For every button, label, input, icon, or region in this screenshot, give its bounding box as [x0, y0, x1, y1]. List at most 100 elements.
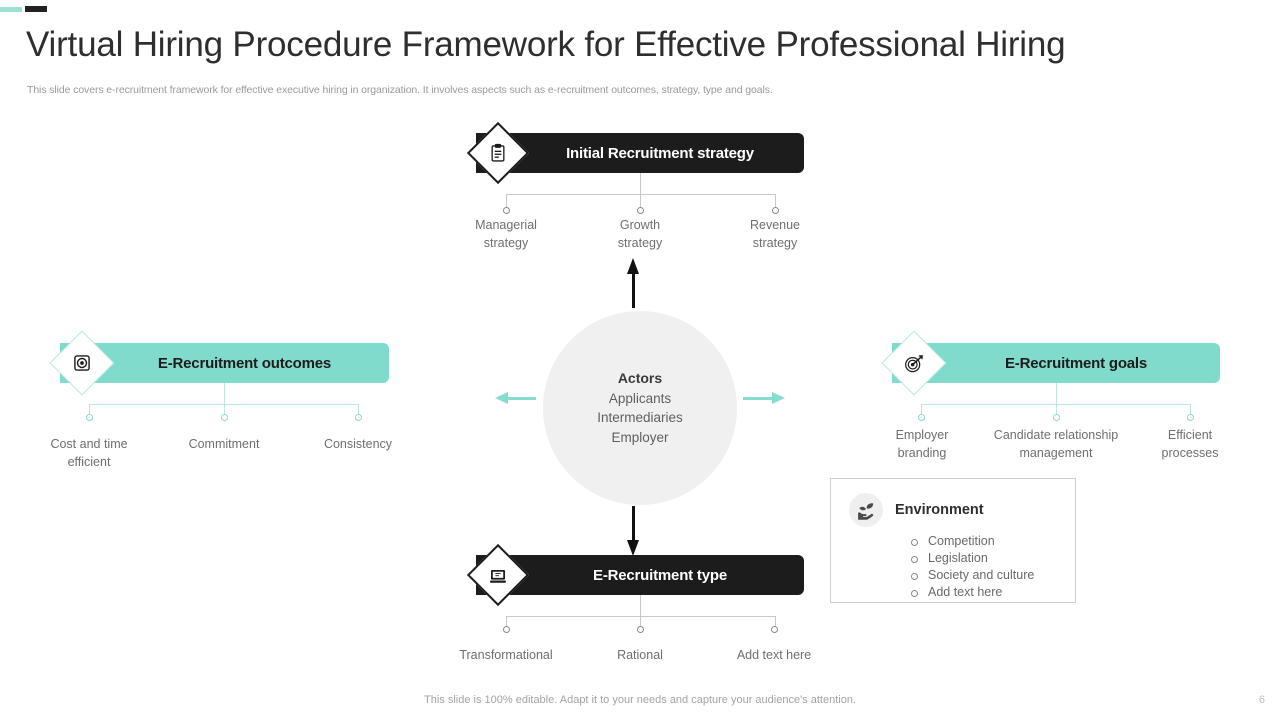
- banner-label-outcomes: E-Recruitment outcomes: [60, 343, 389, 383]
- node-label-outcomes-3: Consistency: [323, 437, 393, 451]
- top-left-decoration: [0, 6, 47, 12]
- arrow-down-shaft: [632, 506, 635, 542]
- arrow-right-shaft: [743, 397, 773, 400]
- node-label-goals-1-line2: branding: [897, 446, 947, 461]
- node-label-outcomes-1: Cost and time efficient: [19, 435, 159, 471]
- hand-holding-plant-icon: [849, 493, 883, 527]
- node-dot-goals-2: [1053, 414, 1060, 421]
- tree-drop-strategy-2: [640, 194, 641, 209]
- environment-item-3: Society and culture: [911, 567, 1061, 584]
- node-label-strategy-3: Revenue strategy: [705, 216, 845, 252]
- target-arrow-icon: [881, 330, 947, 396]
- node-dot-type-2: [637, 626, 644, 633]
- environment-header: Environment: [849, 493, 1061, 527]
- node-dot-goals-1: [918, 414, 925, 421]
- actors-circle: Actors Applicants Intermediaries Employe…: [543, 311, 737, 505]
- tree-hline-goals: [921, 404, 1190, 405]
- node-label-strategy-1: Managerial strategy: [436, 216, 576, 252]
- node-dot-type-3: [771, 626, 778, 633]
- page-title: Virtual Hiring Procedure Framework for E…: [26, 25, 1066, 64]
- node-label-goals-3-line1: Efficient: [1167, 428, 1213, 442]
- arrow-left-icon: [495, 392, 537, 405]
- tree-stem-type: [640, 595, 641, 616]
- clipboard-checklist-icon: [466, 121, 530, 185]
- arrow-left-shaft: [506, 397, 536, 400]
- arrow-down-head: [627, 540, 639, 556]
- node-dot-goals-3: [1187, 414, 1194, 421]
- node-dot-strategy-3: [772, 207, 779, 214]
- arrow-down-icon: [627, 506, 640, 558]
- node-label-strategy-2-line2: strategy: [617, 236, 663, 251]
- banner-e-recruitment-outcomes[interactable]: E-Recruitment outcomes: [49, 330, 389, 396]
- node-label-goals-3-line2: processes: [1161, 446, 1219, 461]
- arrow-up-head: [627, 258, 639, 274]
- node-label-goals-1: Employer branding: [856, 426, 988, 462]
- computer-monitor-glyph: [488, 565, 509, 586]
- tree-stem-goals: [1056, 383, 1057, 404]
- tree-stem-strategy: [640, 173, 641, 194]
- dark-bar-decoration: [25, 6, 47, 12]
- environment-item-4: Add text here: [911, 584, 1061, 601]
- computer-monitor-icon: [466, 543, 530, 607]
- node-dot-strategy-1: [503, 207, 510, 214]
- node-label-strategy-1-line2: strategy: [483, 236, 529, 251]
- banner-e-recruitment-goals[interactable]: E-Recruitment goals: [881, 330, 1220, 396]
- banner-label-strategy: Initial Recruitment strategy: [476, 133, 804, 173]
- arrow-up-shaft: [632, 272, 635, 308]
- node-label-outcomes-1-line2: efficient: [67, 455, 111, 470]
- node-label-type-3: Add text here: [736, 648, 812, 662]
- node-label-goals-3: Efficient processes: [1124, 426, 1256, 462]
- environment-item-1: Competition: [911, 533, 1061, 550]
- tree-drop-type-3: [775, 616, 776, 629]
- environment-title: Environment: [895, 502, 984, 518]
- clipboard-checklist-glyph: [488, 143, 508, 163]
- node-label-goals-1-line1: Employer: [895, 428, 949, 442]
- tree-drop-outcomes-3: [358, 404, 359, 417]
- node-label-type-2: Rational: [617, 648, 663, 662]
- tree-drop-goals-2: [1056, 404, 1057, 417]
- node-label-strategy-3-line2: strategy: [752, 236, 798, 251]
- node-dot-type-1: [503, 626, 510, 633]
- tree-drop-goals-1: [921, 404, 922, 417]
- tree-drop-goals-3: [1190, 404, 1191, 417]
- node-label-outcomes-2: Commitment: [188, 437, 260, 451]
- node-label-goals-2-line2: management: [1019, 446, 1093, 461]
- banner-e-recruitment-type[interactable]: E-Recruitment type: [466, 543, 804, 607]
- actors-line-2: Intermediaries: [597, 410, 683, 426]
- tree-drop-strategy-3: [775, 194, 776, 209]
- node-label-strategy-2: Growth strategy: [570, 216, 710, 252]
- node-dot-outcomes-2: [221, 414, 228, 421]
- environment-item-2: Legislation: [911, 550, 1061, 567]
- node-label-strategy-2-line1: Growth: [619, 218, 661, 232]
- arrow-right-icon: [743, 392, 786, 405]
- footer-note: This slide is 100% editable. Adapt it to…: [424, 694, 856, 706]
- tree-hline-outcomes: [89, 404, 358, 405]
- page-subtitle: This slide covers e-recruitment framewor…: [27, 84, 773, 96]
- target-arrow-glyph: [904, 353, 925, 374]
- node-label-strategy-1-line1: Managerial: [475, 218, 537, 232]
- banner-initial-recruitment-strategy[interactable]: Initial Recruitment strategy: [466, 121, 804, 185]
- node-label-goals-2: Candidate relationship management: [966, 426, 1146, 462]
- node-label-outcomes-1-line1: Cost and time: [50, 437, 128, 451]
- tree-stem-outcomes: [224, 383, 225, 404]
- node-label-type-1: Transformational: [459, 648, 553, 662]
- bullseye-target-glyph: [72, 353, 92, 373]
- banner-label-goals: E-Recruitment goals: [892, 343, 1220, 383]
- environment-box: Environment Competition Legislation Soci…: [830, 478, 1076, 603]
- node-dot-outcomes-1: [86, 414, 93, 421]
- teal-bar-decoration: [0, 6, 22, 12]
- node-label-goals-2-line1: Candidate relationship: [993, 428, 1119, 442]
- arrow-right-head: [772, 392, 785, 404]
- tree-drop-type-1: [506, 616, 507, 629]
- node-dot-outcomes-3: [355, 414, 362, 421]
- bullseye-target-icon: [49, 330, 115, 396]
- tree-drop-outcomes-2: [224, 404, 225, 417]
- actors-line-3: Employer: [611, 429, 669, 445]
- actors-title: Actors: [617, 370, 663, 387]
- arrow-up-icon: [627, 258, 640, 310]
